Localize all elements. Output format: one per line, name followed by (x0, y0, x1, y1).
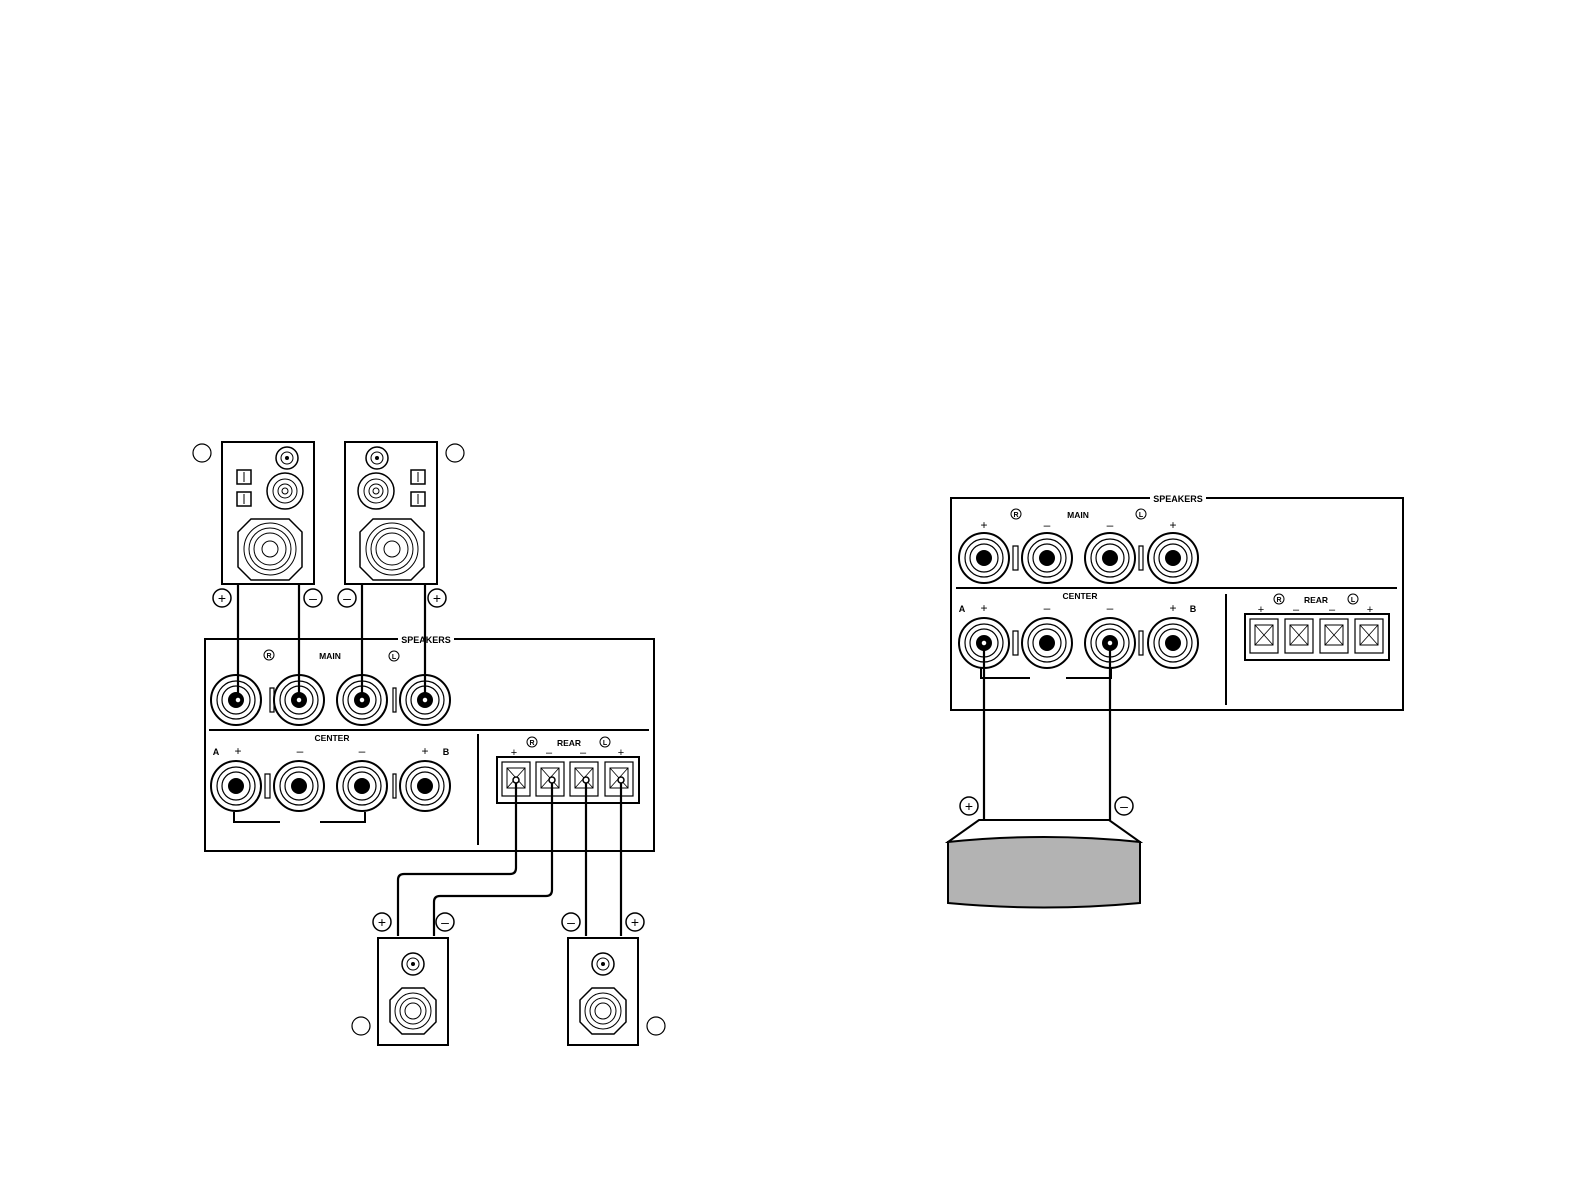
svg-text:CENTER: CENTER (1063, 591, 1098, 601)
center-speaker (948, 820, 1140, 908)
svg-text:A: A (213, 747, 220, 757)
callout-circle-icon (193, 444, 211, 462)
svg-text:–: – (1107, 601, 1114, 615)
svg-text:–: – (1044, 518, 1051, 532)
center-terminals (211, 761, 450, 822)
rear-polarity-markers: + – – + (373, 913, 644, 931)
svg-text:MAIN: MAIN (319, 651, 341, 661)
svg-text:R: R (529, 740, 534, 747)
svg-text:+: + (234, 744, 241, 758)
panel-title: SPEAKERS (1153, 494, 1203, 504)
center-terminals (959, 618, 1198, 678)
rear-right-speaker (352, 938, 448, 1045)
svg-text:A: A (959, 604, 966, 614)
svg-text:+: + (1169, 601, 1176, 615)
svg-text:–: – (1120, 798, 1128, 814)
svg-text:R: R (1013, 512, 1018, 519)
front-right-speaker (193, 442, 314, 584)
rear-left-speaker (568, 938, 665, 1045)
main-terminals (211, 675, 450, 725)
svg-text:L: L (392, 654, 397, 661)
svg-text:MAIN: MAIN (1067, 510, 1089, 520)
svg-text:+: + (965, 798, 973, 814)
svg-text:–: – (567, 914, 575, 930)
svg-text:L: L (603, 740, 608, 747)
svg-text:L: L (1351, 597, 1356, 604)
svg-text:+: + (218, 590, 226, 606)
svg-text:–: – (1107, 518, 1114, 532)
callout-circle-icon (352, 1017, 370, 1035)
front-left-speaker (345, 442, 464, 584)
left-diagram: + – – + SPEAKERS MAIN R L (193, 442, 665, 1045)
svg-text:R: R (1276, 597, 1281, 604)
rear-terminal-strip (1245, 614, 1389, 660)
svg-text:+: + (631, 914, 639, 930)
callout-circle-icon (647, 1017, 665, 1035)
svg-text:–: – (359, 744, 366, 758)
svg-text:+: + (980, 518, 987, 532)
right-speaker-panel: SPEAKERS R MAIN L + – – + (951, 492, 1403, 710)
svg-text:–: – (441, 914, 449, 930)
right-diagram: SPEAKERS R MAIN L + – – + (948, 492, 1403, 908)
svg-text:R: R (266, 653, 271, 660)
svg-text:+: + (433, 590, 441, 606)
svg-text:+: + (378, 914, 386, 930)
callout-circle-icon (446, 444, 464, 462)
svg-text:–: – (343, 590, 351, 606)
svg-text:B: B (1190, 604, 1197, 614)
svg-text:CENTER: CENTER (315, 733, 350, 743)
svg-text:–: – (309, 590, 317, 606)
svg-text:B: B (443, 747, 450, 757)
svg-text:REAR: REAR (1304, 595, 1328, 605)
svg-text:–: – (1044, 601, 1051, 615)
svg-text:+: + (980, 601, 987, 615)
svg-text:L: L (1139, 512, 1144, 519)
svg-text:+: + (1169, 518, 1176, 532)
svg-text:REAR: REAR (557, 738, 581, 748)
svg-text:+: + (421, 744, 428, 758)
svg-text:–: – (297, 744, 304, 758)
front-polarity-markers: + – – + (213, 589, 446, 607)
center-polarity-markers: + – (960, 797, 1133, 815)
main-terminals (959, 533, 1198, 583)
